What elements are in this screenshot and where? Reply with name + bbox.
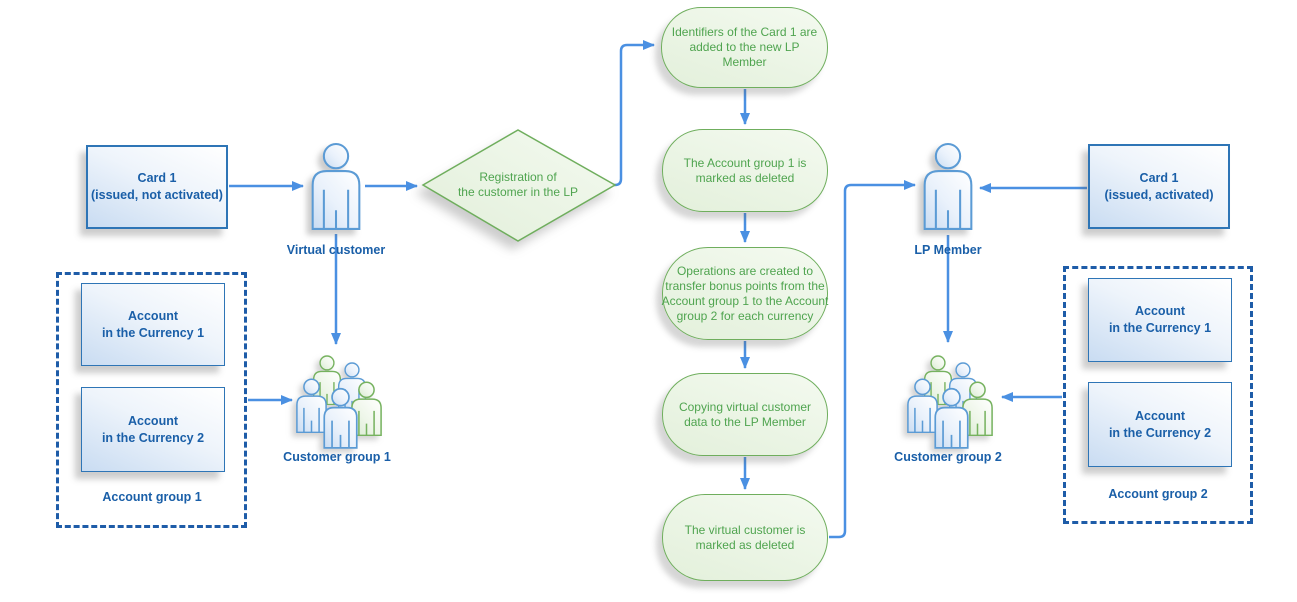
step-5-virtual-customer-deleted: The virtual customer is marked as delete… xyxy=(662,494,828,581)
connector-decision-to-step1 xyxy=(614,40,655,187)
lp-member-person-icon xyxy=(923,142,973,231)
account-group-1-label: Account group 1 xyxy=(102,490,202,504)
account-group-2-label: Account group 2 xyxy=(1108,487,1208,501)
card-activated-subtitle: (issued, activated) xyxy=(1104,187,1214,202)
customer-group-2-label: Customer group 2 xyxy=(894,450,1002,464)
account-currency1-right-box: Account in the Currency 1 xyxy=(1088,278,1232,362)
customer-group-1-icon xyxy=(296,355,382,449)
account-currency2-right-box: Account in the Currency 2 xyxy=(1088,382,1232,467)
account-group-1-box xyxy=(56,272,247,528)
customer-group-2-icon xyxy=(907,355,993,449)
virtual-customer-label: Virtual customer xyxy=(286,243,386,257)
step-2-account-group-1-deleted: The Account group 1 is marked as deleted xyxy=(662,129,828,212)
account-currency1-left-box: Account in the Currency 1 xyxy=(81,283,225,366)
step-1-identifiers-added: Identifiers of the Card 1 are added to t… xyxy=(661,7,828,88)
account-subtitle: in the Currency 1 xyxy=(1108,321,1212,335)
account-group-2-box xyxy=(1063,266,1253,524)
account-title: Account xyxy=(1135,304,1185,318)
account-title: Account xyxy=(128,413,178,428)
account-subtitle: in the Currency 1 xyxy=(101,325,205,340)
lp-member-label: LP Member xyxy=(914,243,982,257)
account-subtitle: in the Currency 2 xyxy=(1108,425,1212,440)
account-subtitle: in the Currency 2 xyxy=(101,430,205,445)
card-activated-box: Card 1 (issued, activated) xyxy=(1088,144,1230,229)
step-3-text: Operations are created to transfer bonus… xyxy=(661,263,829,323)
step-1-text: Identifiers of the Card 1 are added to t… xyxy=(671,25,818,69)
card-not-activated-box: Card 1 (issued, not activated) xyxy=(86,145,228,229)
account-title: Account xyxy=(1135,408,1185,423)
step-4-copying-data: Copying virtual customer data to the LP … xyxy=(662,373,828,456)
step-4-text: Copying virtual customer data to the LP … xyxy=(678,399,812,429)
customer-group-1-label: Customer group 1 xyxy=(283,450,391,464)
decision-line1: Registration of xyxy=(479,170,557,184)
step-2-text: The Account group 1 is marked as deleted xyxy=(683,155,807,185)
card-activated-title: Card 1 xyxy=(1139,170,1179,185)
account-title: Account xyxy=(128,308,178,323)
card-not-activated-subtitle: (issued, not activated) xyxy=(91,188,223,202)
virtual-customer-person-icon xyxy=(311,142,361,231)
decision-text: Registration of the customer in the LP xyxy=(418,170,618,200)
card-not-activated-title: Card 1 xyxy=(137,171,177,185)
decision-line2: the customer in the LP xyxy=(457,185,579,199)
account-currency2-left-box: Account in the Currency 2 xyxy=(81,387,225,472)
step-5-text: The virtual customer is marked as delete… xyxy=(684,522,806,552)
step-3-transfer-bonus-points: Operations are created to transfer bonus… xyxy=(662,247,828,340)
